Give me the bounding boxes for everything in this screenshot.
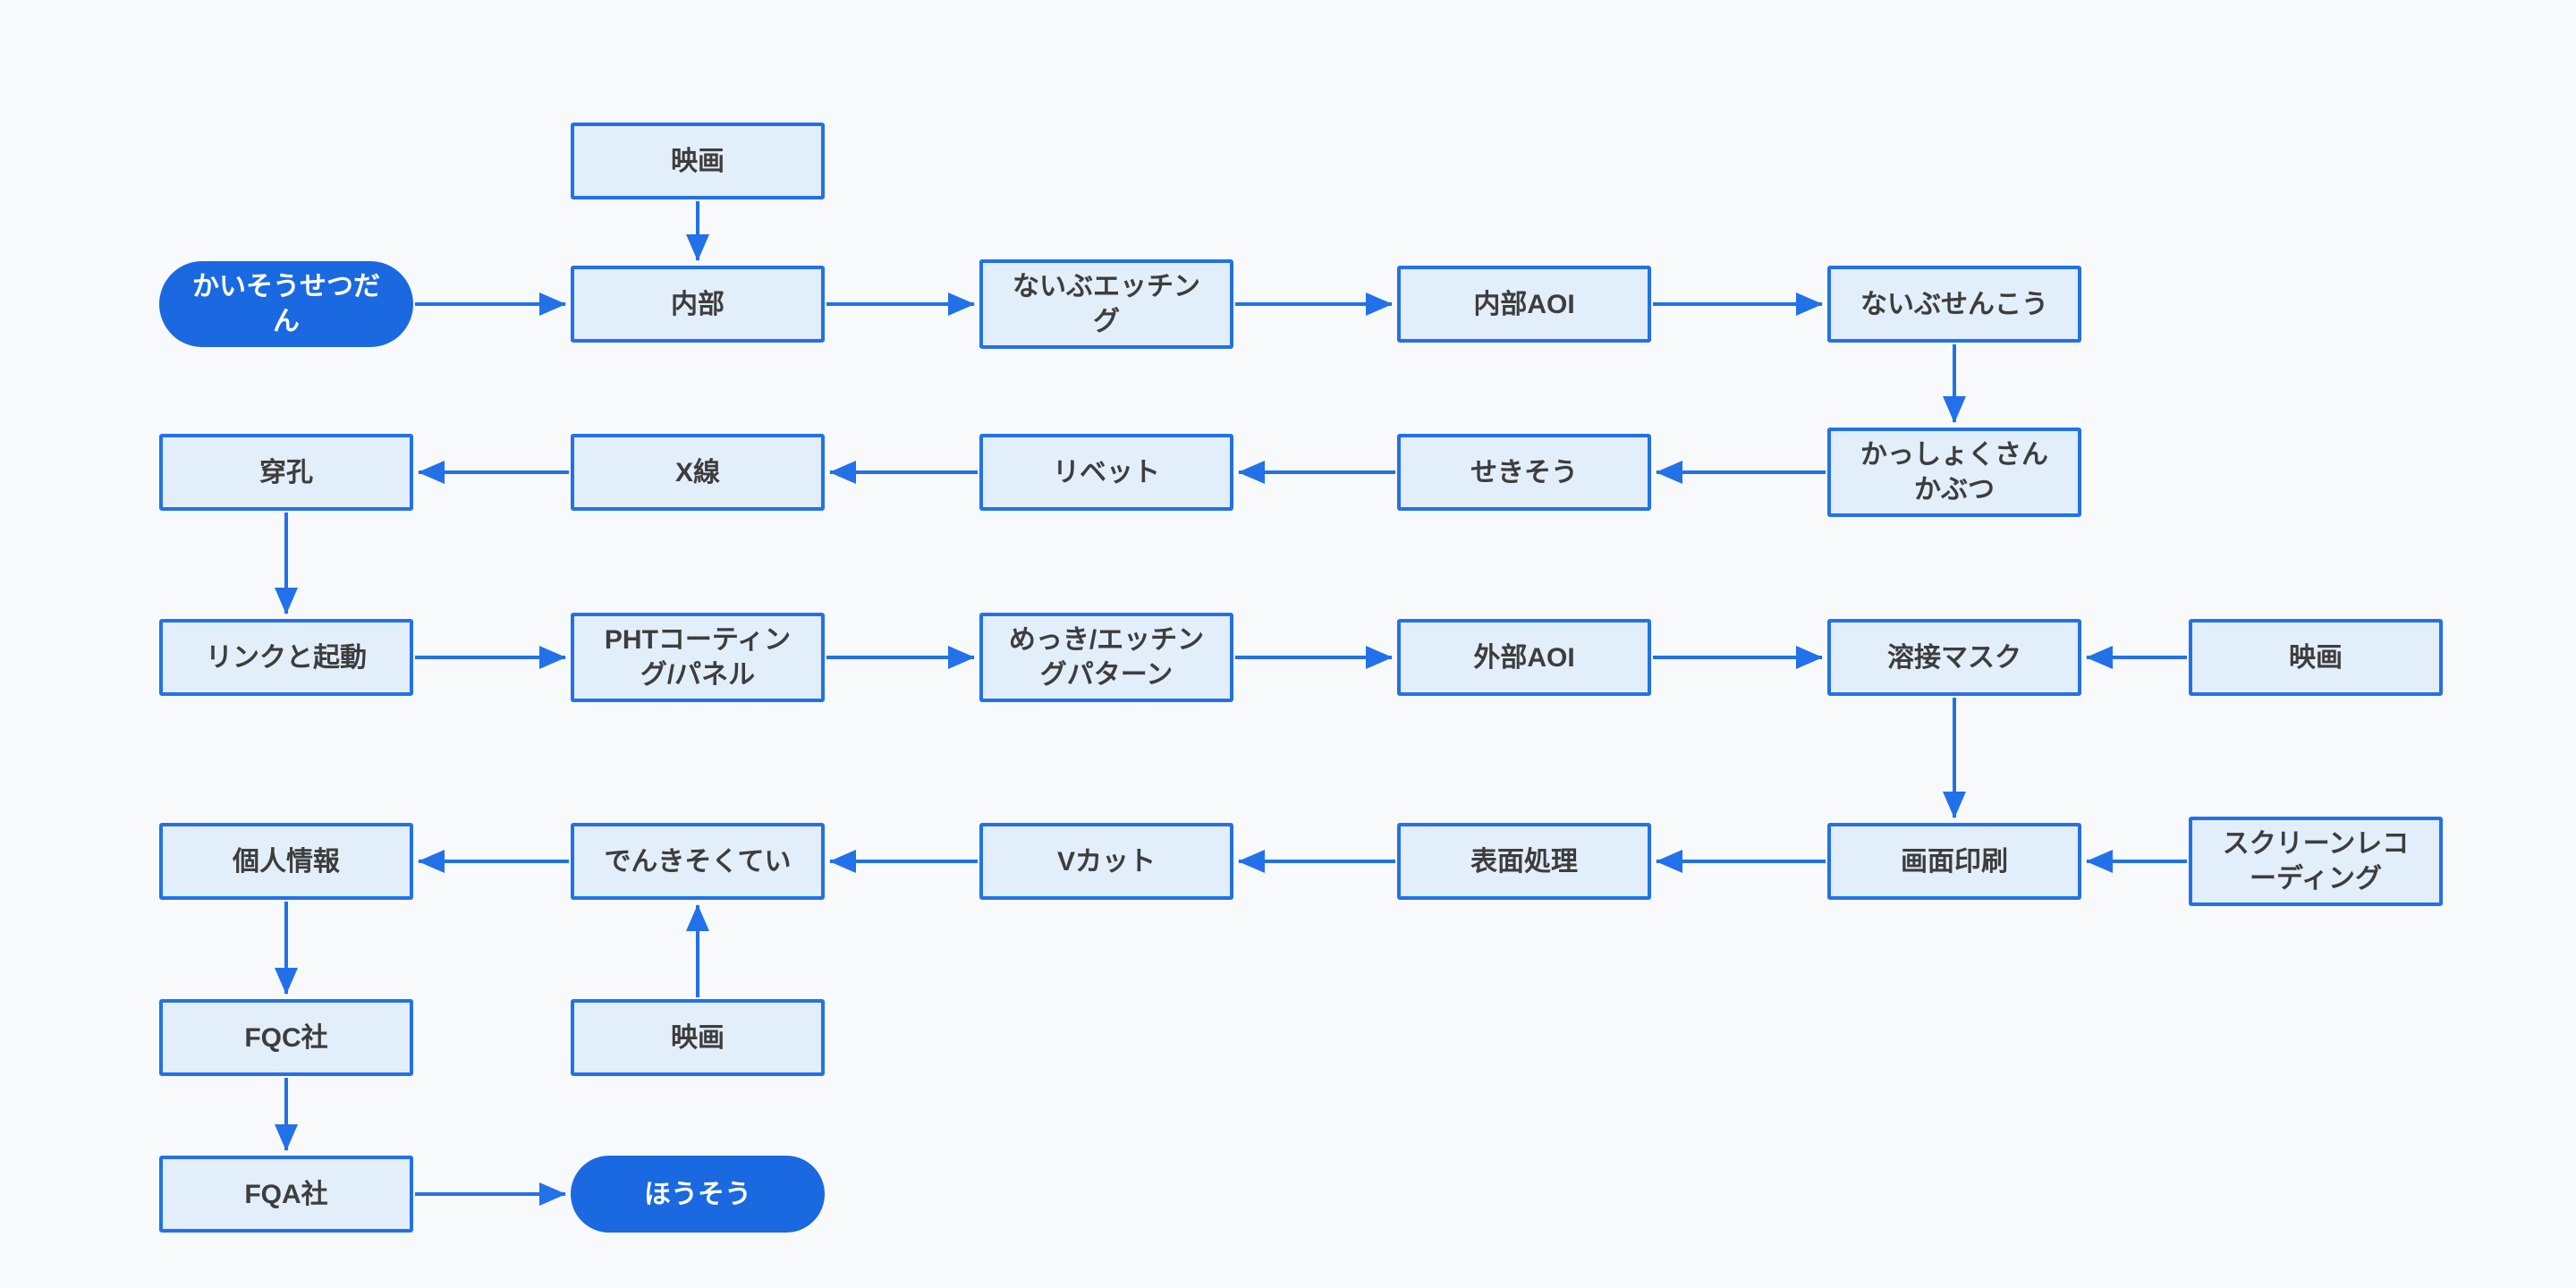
node-inner-senkou[interactable]: ないぶせんこう bbox=[1827, 266, 2081, 343]
node-inner-etching[interactable]: ないぶエッチング bbox=[979, 259, 1233, 349]
node-film-right[interactable]: 映画 bbox=[2189, 619, 2443, 696]
node-inner[interactable]: 内部 bbox=[571, 266, 825, 343]
node-electric-test[interactable]: でんきそくてい bbox=[571, 823, 825, 900]
node-rivet[interactable]: リベット bbox=[979, 434, 1233, 511]
node-film-bottom[interactable]: 映画 bbox=[571, 999, 825, 1076]
node-link-launch[interactable]: リンクと起動 bbox=[159, 619, 413, 696]
node-pht-coating[interactable]: PHTコーティング/パネル bbox=[571, 613, 825, 702]
node-fqa[interactable]: FQA社 bbox=[159, 1156, 413, 1233]
node-plating-etching[interactable]: めっき/エッチングパターン bbox=[979, 613, 1233, 702]
node-film-top[interactable]: 映画 bbox=[571, 123, 825, 199]
node-xray[interactable]: X線 bbox=[571, 434, 825, 511]
node-drilling[interactable]: 穿孔 bbox=[159, 434, 413, 511]
node-screen-recording[interactable]: スクリーンレコーディング bbox=[2189, 817, 2443, 906]
start-node[interactable]: かいそうせつだん bbox=[159, 261, 413, 347]
node-solder-mask[interactable]: 溶接マスク bbox=[1827, 619, 2081, 696]
node-surface-finish[interactable]: 表面処理 bbox=[1397, 823, 1651, 900]
node-brown-oxide[interactable]: かっしょくさんかぶつ bbox=[1827, 428, 2081, 517]
node-outer-aoi[interactable]: 外部AOI bbox=[1397, 619, 1651, 696]
node-screen-print[interactable]: 画面印刷 bbox=[1827, 823, 2081, 900]
node-personal-info[interactable]: 個人情報 bbox=[159, 823, 413, 900]
node-lamination[interactable]: せきそう bbox=[1397, 434, 1651, 511]
end-node[interactable]: ほうそう bbox=[571, 1156, 825, 1233]
node-inner-aoi[interactable]: 内部AOI bbox=[1397, 266, 1651, 343]
node-fqc[interactable]: FQC社 bbox=[159, 999, 413, 1076]
node-v-cut[interactable]: Vカット bbox=[979, 823, 1233, 900]
